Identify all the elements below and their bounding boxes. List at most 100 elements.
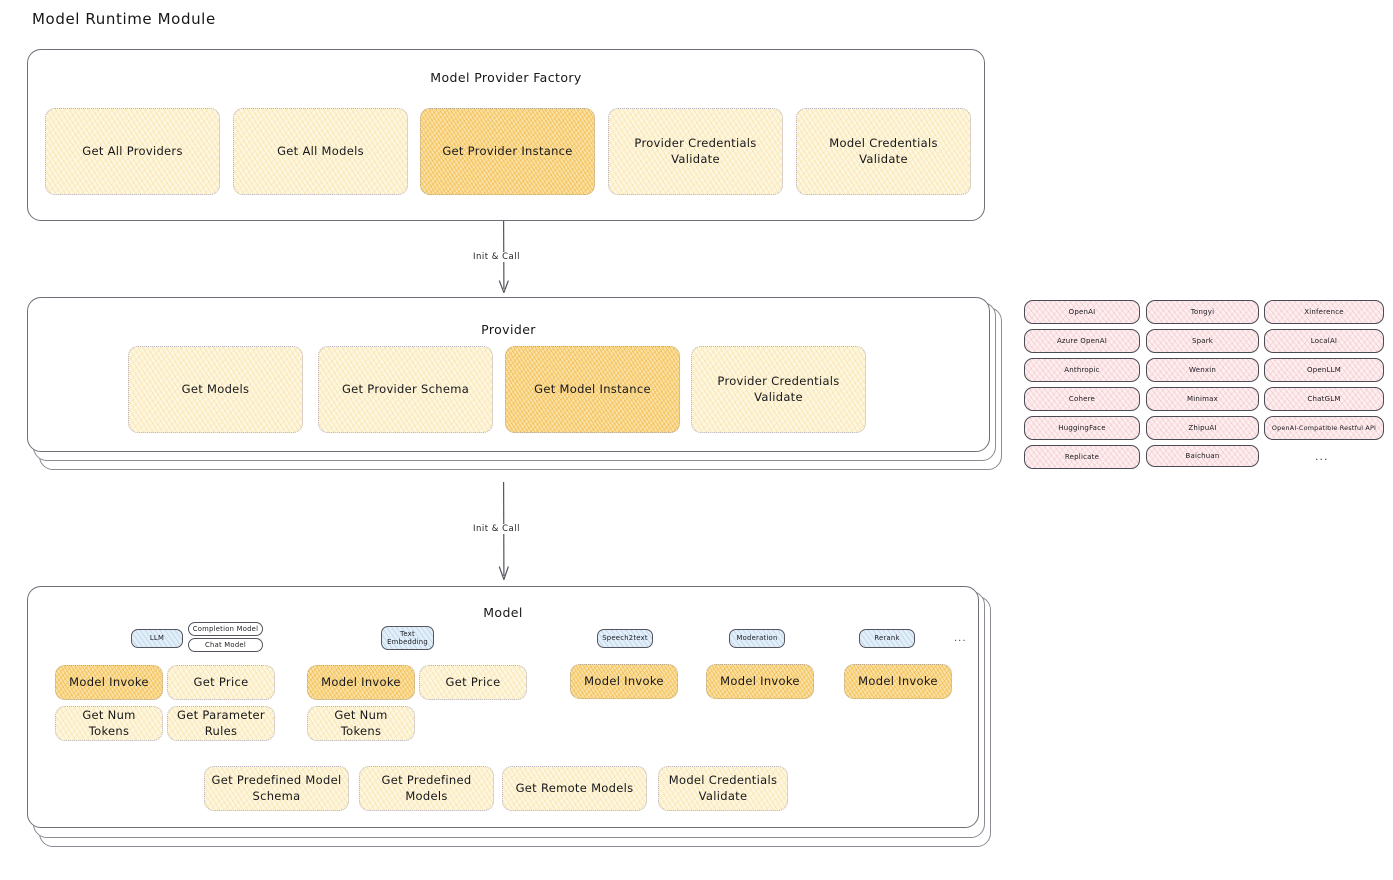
node-text-embedding-model-invoke[interactable]: Model Invoke xyxy=(307,665,415,700)
node-llm-model-invoke[interactable]: Model Invoke xyxy=(55,665,163,700)
pill-label: OpenAI xyxy=(1068,308,1096,316)
node-label: Provider Credentials Validate xyxy=(717,373,840,404)
badge-label: Rerank xyxy=(874,634,900,643)
pill-label: Replicate xyxy=(1064,453,1100,461)
node-llm-get-num-tokens[interactable]: Get Num Tokens xyxy=(55,706,163,741)
badge-llm[interactable]: LLM xyxy=(131,629,183,648)
page-title: Model Runtime Module xyxy=(32,10,216,28)
pill-label: OpenLLM xyxy=(1307,366,1341,374)
node-label: Get Price xyxy=(445,674,501,689)
pill-label: LocalAI xyxy=(1310,337,1338,345)
panel-model-provider-factory: Model Provider Factory Get All Providers… xyxy=(27,49,985,221)
node-label: Model Invoke xyxy=(720,673,800,688)
badge-label: Chat Model xyxy=(205,640,246,649)
panel-model: Model LLM Completion Model Chat Model Mo… xyxy=(27,586,979,828)
pill-label: Azure OpenAI xyxy=(1056,337,1108,345)
node-moderation-model-invoke[interactable]: Model Invoke xyxy=(706,664,814,699)
badge-label: Completion Model xyxy=(192,624,259,633)
provider-list-more: ... xyxy=(1315,450,1329,463)
node-label: Get All Models xyxy=(277,143,364,158)
node-label: Get Models xyxy=(181,381,250,396)
node-label: Model Credentials Validate xyxy=(829,135,938,166)
arrow-provider-to-model xyxy=(498,481,509,581)
node-label: Provider Credentials Validate xyxy=(634,135,757,166)
panel-title-model-provider-factory: Model Provider Factory xyxy=(430,70,582,85)
badge-label: Moderation xyxy=(736,634,778,643)
node-get-predefined-models[interactable]: Get Predefined Models xyxy=(359,766,494,811)
node-provider-credentials-validate[interactable]: Provider Credentials Validate xyxy=(608,108,783,195)
node-label: Get Parameter Rules xyxy=(177,707,265,738)
node-get-models[interactable]: Get Models xyxy=(128,346,303,433)
pill-wenxin[interactable]: Wenxin xyxy=(1146,358,1259,382)
node-get-all-providers[interactable]: Get All Providers xyxy=(45,108,220,195)
node-provider-credentials-validate-2[interactable]: Provider Credentials Validate xyxy=(691,346,866,433)
node-model-credentials-validate-2[interactable]: Model Credentials Validate xyxy=(658,766,788,811)
pill-label: Spark xyxy=(1191,337,1214,345)
pill-openllm[interactable]: OpenLLM xyxy=(1264,358,1384,382)
badge-text-embedding[interactable]: Text Embedding xyxy=(381,626,434,650)
node-llm-get-parameter-rules[interactable]: Get Parameter Rules xyxy=(167,706,275,741)
node-get-remote-models[interactable]: Get Remote Models xyxy=(502,766,647,811)
pill-label: HuggingFace xyxy=(1058,424,1106,432)
node-llm-get-price[interactable]: Get Price xyxy=(167,665,275,700)
node-label: Get Predefined Models xyxy=(381,772,472,803)
node-label: Model Invoke xyxy=(858,673,938,688)
badge-speech2text[interactable]: Speech2text xyxy=(597,629,653,648)
pill-label: Cohere xyxy=(1068,395,1096,403)
pill-xinference[interactable]: Xinference xyxy=(1264,300,1384,324)
node-label: Model Invoke xyxy=(321,674,401,689)
pill-cohere[interactable]: Cohere xyxy=(1024,387,1140,411)
badge-chat-model[interactable]: Chat Model xyxy=(188,638,263,652)
node-label: Get Num Tokens xyxy=(82,707,136,738)
pill-label: ZhipuAI xyxy=(1188,424,1217,432)
node-text-embedding-get-price[interactable]: Get Price xyxy=(419,665,527,700)
node-label: Get Remote Models xyxy=(515,780,634,795)
model-groups-more: ... xyxy=(954,633,967,644)
node-label: Model Invoke xyxy=(69,674,149,689)
badge-label: Text Embedding xyxy=(387,629,428,646)
pill-chatglm[interactable]: ChatGLM xyxy=(1264,387,1384,411)
badge-label: Speech2text xyxy=(602,634,648,643)
pill-anthropic[interactable]: Anthropic xyxy=(1024,358,1140,382)
badge-rerank[interactable]: Rerank xyxy=(859,629,915,648)
node-label: Get Provider Schema xyxy=(341,381,470,396)
pill-label: OpenAI-Compatible Restful API xyxy=(1271,424,1377,432)
pill-localai[interactable]: LocalAI xyxy=(1264,329,1384,353)
node-speech2text-model-invoke[interactable]: Model Invoke xyxy=(570,664,678,699)
pill-label: Wenxin xyxy=(1189,366,1216,374)
node-label: Get Predefined Model Schema xyxy=(211,772,342,803)
pill-spark[interactable]: Spark xyxy=(1146,329,1259,353)
node-label: Get Model Instance xyxy=(534,381,651,396)
node-get-model-instance[interactable]: Get Model Instance xyxy=(505,346,680,433)
panel-title-provider: Provider xyxy=(481,322,536,337)
pill-replicate[interactable]: Replicate xyxy=(1024,445,1140,469)
badge-completion-model[interactable]: Completion Model xyxy=(188,622,263,636)
node-get-provider-schema[interactable]: Get Provider Schema xyxy=(318,346,493,433)
pill-baichuan[interactable]: Baichuan xyxy=(1146,445,1259,467)
provider-list: OpenAI Azure OpenAI Anthropic Cohere Hug… xyxy=(1024,300,1384,480)
node-get-predefined-model-schema[interactable]: Get Predefined Model Schema xyxy=(204,766,349,811)
panel-title-model: Model xyxy=(483,605,523,620)
pill-label: ChatGLM xyxy=(1307,395,1341,403)
arrow-label-init-and-call-1: Init & Call xyxy=(470,252,523,262)
pill-zhipuai[interactable]: ZhipuAI xyxy=(1146,416,1259,440)
node-text-embedding-get-num-tokens[interactable]: Get Num Tokens xyxy=(307,706,415,741)
pill-azure-openai[interactable]: Azure OpenAI xyxy=(1024,329,1140,353)
pill-label: Anthropic xyxy=(1064,366,1100,374)
pill-label: Xinference xyxy=(1304,308,1344,316)
badge-moderation[interactable]: Moderation xyxy=(729,629,785,648)
pill-label: Baichuan xyxy=(1185,452,1220,460)
pill-huggingface[interactable]: HuggingFace xyxy=(1024,416,1140,440)
node-rerank-model-invoke[interactable]: Model Invoke xyxy=(844,664,952,699)
panel-provider: Provider Get Models Get Provider Schema … xyxy=(27,297,990,452)
pill-label: Minimax xyxy=(1186,395,1219,403)
badge-label: LLM xyxy=(149,634,165,643)
pill-minimax[interactable]: Minimax xyxy=(1146,387,1259,411)
pill-openai-compatible-restful-api[interactable]: OpenAI-Compatible Restful API xyxy=(1264,416,1384,440)
pill-openai[interactable]: OpenAI xyxy=(1024,300,1140,324)
node-label: Get Price xyxy=(193,674,249,689)
pill-tongyi[interactable]: Tongyi xyxy=(1146,300,1259,324)
node-get-all-models[interactable]: Get All Models xyxy=(233,108,408,195)
node-model-credentials-validate[interactable]: Model Credentials Validate xyxy=(796,108,971,195)
node-get-provider-instance[interactable]: Get Provider Instance xyxy=(420,108,595,195)
